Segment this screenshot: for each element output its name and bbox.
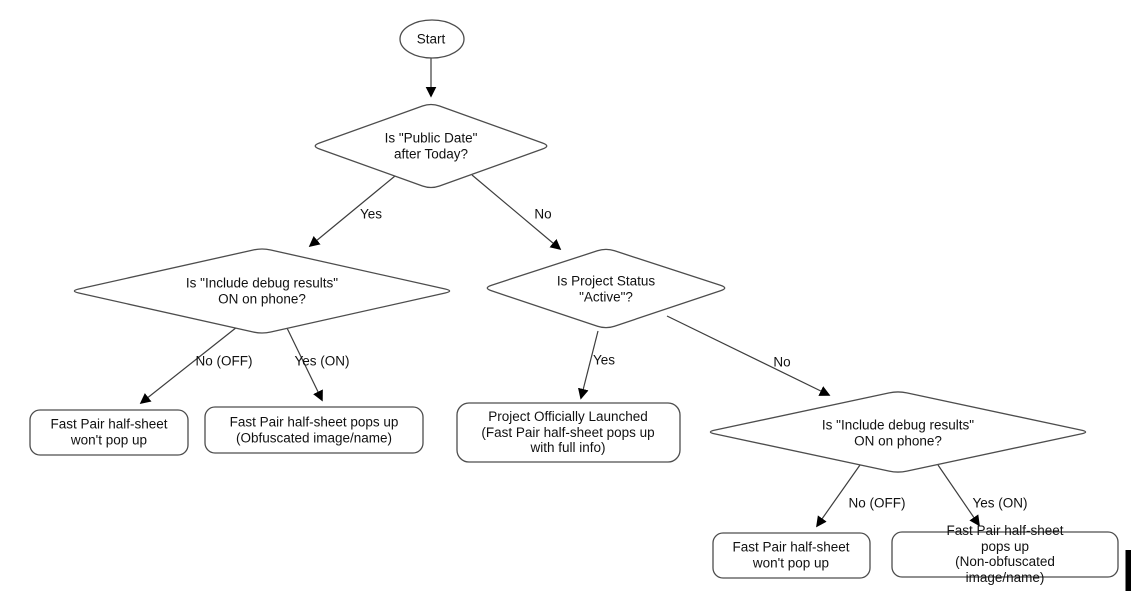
edge-public-date-yes (308, 175, 396, 248)
result-non-obfuscated-popup-shape (891, 531, 1119, 578)
edge-project-status-no (666, 315, 831, 396)
decision-debug-right-shape (709, 391, 1087, 473)
decision-debug-left-shape (73, 248, 451, 334)
edge-debug-right-no (816, 464, 861, 528)
result-no-popup-right-shape (712, 532, 871, 579)
edge-debug-left-no (139, 326, 238, 405)
decision-project-status-shape (486, 248, 726, 329)
text-cursor-artifact (1125, 550, 1131, 591)
result-launched-shape (456, 402, 681, 463)
decision-public-date-shape (314, 103, 548, 189)
result-obfuscated-popup-shape (204, 406, 424, 454)
result-no-popup-left-shape (29, 409, 189, 456)
edge-public-date-no (471, 174, 562, 251)
edge-project-status-yes (578, 330, 599, 400)
edge-debug-right-yes (937, 464, 980, 527)
edge-debug-left-yes (286, 327, 323, 402)
start-node-shape (399, 19, 465, 59)
